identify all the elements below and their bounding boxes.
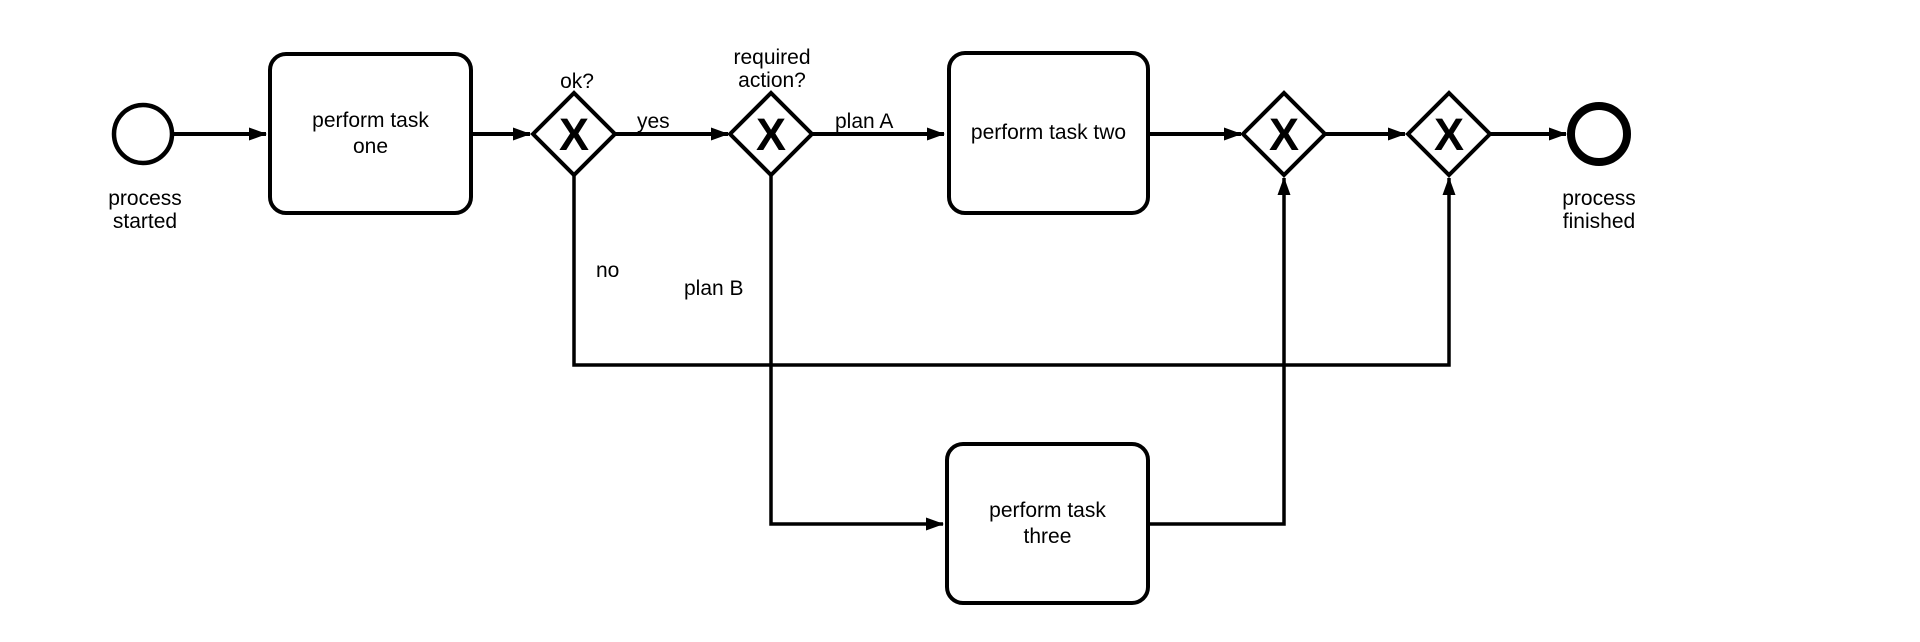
flow-task-three-to-merge-one[interactable] (1150, 177, 1291, 526)
flow-plan-b-label: plan B (684, 277, 744, 300)
flow-yes-label: yes (637, 110, 670, 133)
gateway-ok-label: ok? (560, 70, 594, 93)
task-three-label: perform task three (989, 498, 1106, 548)
end-event-label: process finished (1562, 187, 1636, 233)
task-two[interactable]: perform task two (947, 51, 1150, 215)
task-three[interactable]: perform task three (945, 442, 1150, 605)
gateway-required-action[interactable] (727, 90, 815, 178)
flow-plan-b[interactable] (769, 175, 944, 531)
flow-no-label: no (596, 259, 620, 282)
gateway-merge-one-x-icon: X (1269, 109, 1299, 160)
flow-no[interactable] (572, 175, 1456, 367)
gateway-ok-x-icon: X (559, 109, 589, 160)
gateway-ok[interactable] (530, 90, 618, 178)
task-two-label: perform task two (970, 121, 1127, 144)
gateway-merge-one[interactable] (1240, 90, 1328, 178)
gateway-merge-two[interactable] (1405, 90, 1493, 178)
start-event[interactable] (111, 102, 175, 166)
start-event-label: process started (108, 187, 182, 233)
gateway-required-action-x-icon: X (756, 109, 786, 160)
end-event[interactable] (1567, 102, 1631, 166)
task-one-label: perform task one (312, 108, 429, 158)
task-one[interactable]: perform task one (268, 52, 473, 215)
gateway-merge-two-x-icon: X (1434, 109, 1464, 160)
flow-plan-a-label: plan A (835, 110, 894, 133)
gateway-required-action-label: required action? (733, 46, 811, 92)
